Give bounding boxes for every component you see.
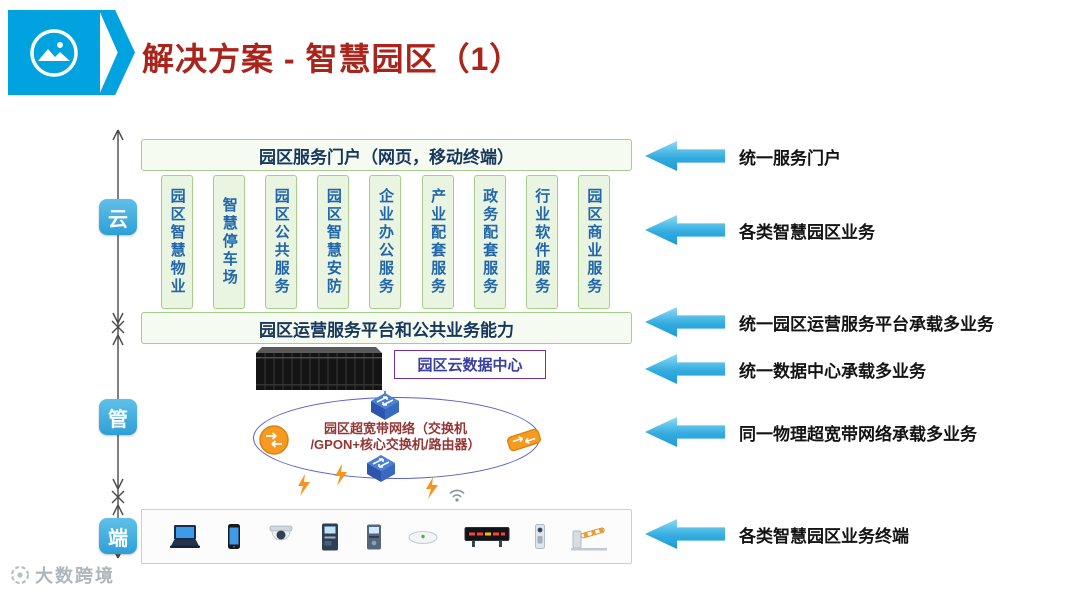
service-box: 园区智慧物业 <box>161 175 194 309</box>
annotation-row: 各类智慧园区业务终端 <box>645 518 909 550</box>
service-label: 园区商业服务 <box>585 188 603 296</box>
axis-line <box>111 129 125 559</box>
ticket-machine-icon <box>365 523 383 551</box>
firewall-router-icon <box>507 428 541 452</box>
portal-box: 园区服务门户（网页，移动终端） <box>141 139 632 171</box>
watermark-text: 大数跨境 <box>35 566 115 586</box>
service-box: 园区公共服务 <box>265 175 298 309</box>
platform-box: 园区运营服务平台和公共业务能力 <box>141 312 632 344</box>
service-label: 园区智慧物业 <box>168 188 186 296</box>
service-label: 智慧停车场 <box>220 197 238 287</box>
dome-camera-icon <box>266 524 296 549</box>
network-label-line1: 园区超宽带网络（交换机 <box>323 421 467 436</box>
terminals-box <box>141 509 632 564</box>
annotation-label: 各类智慧园区业务终端 <box>739 526 909 546</box>
service-label: 产业配套服务 <box>429 188 447 296</box>
annotation-row: 统一园区运营服务平台承载多业务 <box>645 306 994 338</box>
left-arrow-icon <box>645 519 725 549</box>
services-row: 园区智慧物业 智慧停车场 园区公共服务 园区智慧安防 企业办公服务 产业配套服务… <box>141 175 630 309</box>
service-label: 政务配套服务 <box>481 188 499 296</box>
annotation-row: 统一数据中心承载多业务 <box>645 353 926 385</box>
axis-label-pipe: 管 <box>99 399 137 435</box>
service-box: 产业配套服务 <box>421 175 454 309</box>
service-box: 政务配套服务 <box>473 175 506 309</box>
left-arrow-icon <box>645 141 725 171</box>
axis-label-cloud: 云 <box>99 199 137 235</box>
service-box: 园区商业服务 <box>577 175 610 309</box>
annotation-label: 统一数据中心承载多业务 <box>739 361 926 381</box>
network-label: 园区超宽带网络（交换机 /GPON+核心交换机/路由器） <box>253 421 538 454</box>
service-label: 园区公共服务 <box>272 188 290 296</box>
watermark: 大数跨境 <box>10 562 115 588</box>
image-icon <box>8 10 100 95</box>
left-arrow-icon <box>645 354 725 384</box>
router-icon <box>259 425 289 455</box>
annotation-row: 各类智慧园区业务 <box>645 214 875 246</box>
switch-icon <box>367 455 395 482</box>
chevron-icon <box>99 10 135 95</box>
service-label: 企业办公服务 <box>376 188 394 296</box>
service-box: 企业办公服务 <box>369 175 402 309</box>
switch-icon <box>371 393 399 420</box>
annotation-label: 各类智慧园区业务 <box>739 222 875 242</box>
intercom-icon <box>534 523 546 550</box>
smartphone-icon <box>227 523 241 550</box>
server-rack <box>256 347 382 390</box>
service-label: 行业软件服务 <box>533 188 551 296</box>
wifi-signal-icon <box>449 489 465 502</box>
annotation-label: 同一物理超宽带网络承载多业务 <box>739 424 977 444</box>
left-arrow-icon <box>645 417 725 447</box>
left-arrow-icon <box>645 307 725 337</box>
laptop-icon <box>167 523 203 551</box>
service-box: 园区智慧安防 <box>317 175 350 309</box>
barrier-gate-icon <box>570 523 607 551</box>
watermark-logo-icon <box>10 565 30 585</box>
page-title: 解决方案 - 智慧园区（1） <box>142 41 523 77</box>
annotation-row: 同一物理超宽带网络承载多业务 <box>645 416 977 448</box>
service-label: 园区智慧安防 <box>324 188 342 296</box>
left-arrow-icon <box>645 215 725 245</box>
lightning-icon <box>298 474 310 496</box>
service-box: 智慧停车场 <box>213 175 246 309</box>
annotation-label: 统一服务门户 <box>739 148 841 168</box>
annotation-label: 统一园区运营服务平台承载多业务 <box>739 314 994 334</box>
network-label-line2: /GPON+核心交换机/路由器） <box>310 437 481 453</box>
lightning-icon <box>335 464 347 486</box>
led-display-icon <box>464 525 510 549</box>
wifi-ap-icon <box>407 529 439 545</box>
lightning-icon <box>426 477 438 499</box>
axis-label-terminal: 端 <box>99 518 137 554</box>
kiosk-icon <box>320 522 340 552</box>
service-box: 行业软件服务 <box>525 175 558 309</box>
annotation-row: 统一服务门户 <box>645 140 841 172</box>
datacenter-label: 园区云数据中心 <box>394 350 546 379</box>
